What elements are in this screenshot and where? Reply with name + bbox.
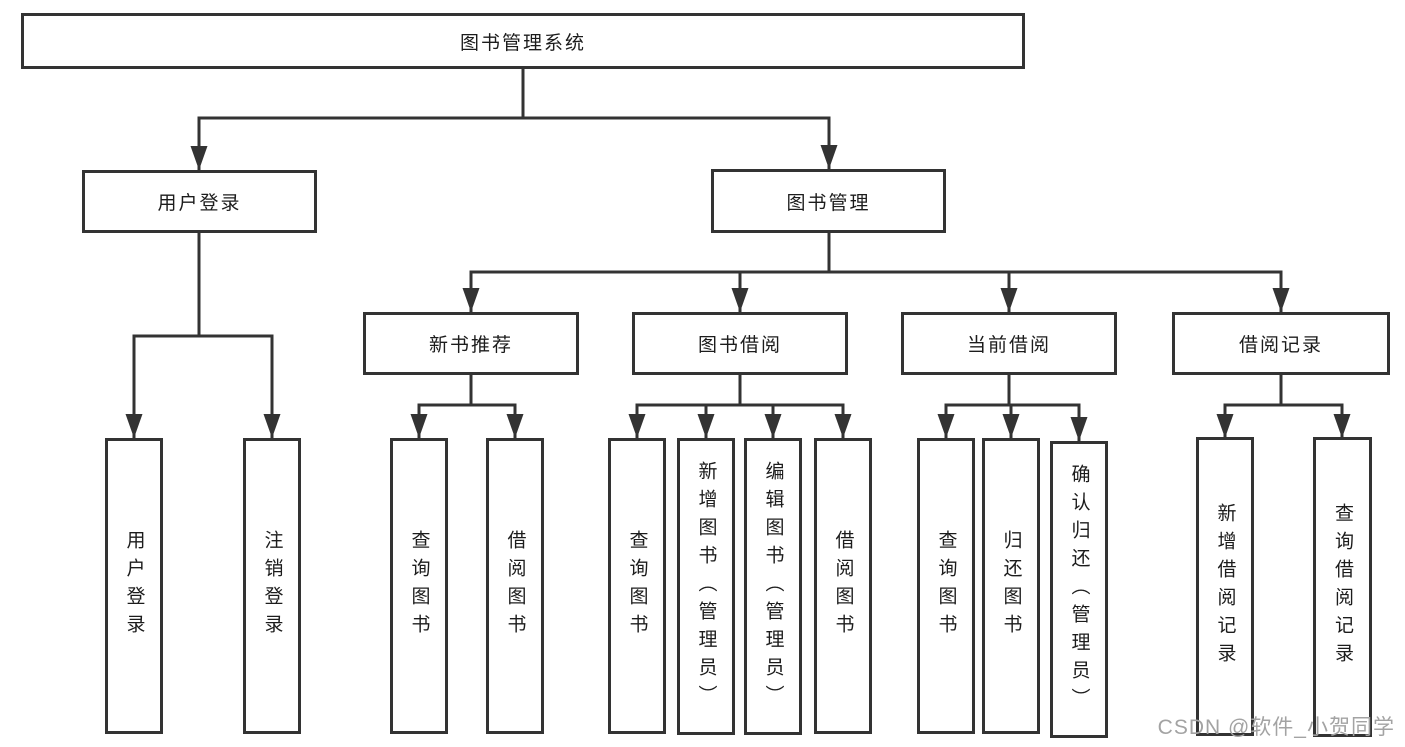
watermark: CSDN @软件_小贺同学: [1157, 716, 1395, 739]
node-user-login: 用户登录: [82, 170, 317, 233]
node-root: 图书管理系统: [21, 13, 1025, 69]
leaf-query-borrow-record: 查询借阅记录: [1313, 437, 1372, 737]
node-current-borrow: 当前借阅: [901, 312, 1117, 375]
leaf-add-borrow-record: 新增借阅记录: [1196, 437, 1254, 736]
leaf-logout: 注销登录: [243, 438, 301, 734]
node-borrow-record: 借阅记录: [1172, 312, 1390, 375]
leaf-user-login: 用户登录: [105, 438, 163, 734]
leaf-borrow-book-1: 借阅图书: [486, 438, 544, 734]
leaf-query-book-1: 查询图书: [390, 438, 448, 734]
leaf-borrow-book-2: 借阅图书: [814, 438, 872, 734]
leaf-query-book-2: 查询图书: [608, 438, 666, 734]
leaf-add-book-admin: 新增图书（管理员）: [677, 438, 735, 735]
node-new-book-recommend: 新书推荐: [363, 312, 579, 375]
leaf-query-book-3: 查询图书: [917, 438, 975, 734]
leaf-confirm-return-admin: 确认归还（管理员）: [1050, 441, 1108, 738]
leaf-return-book: 归还图书: [982, 438, 1040, 734]
node-book-management: 图书管理: [711, 169, 946, 233]
leaf-edit-book-admin: 编辑图书（管理员）: [744, 438, 802, 735]
node-book-borrow: 图书借阅: [632, 312, 848, 375]
